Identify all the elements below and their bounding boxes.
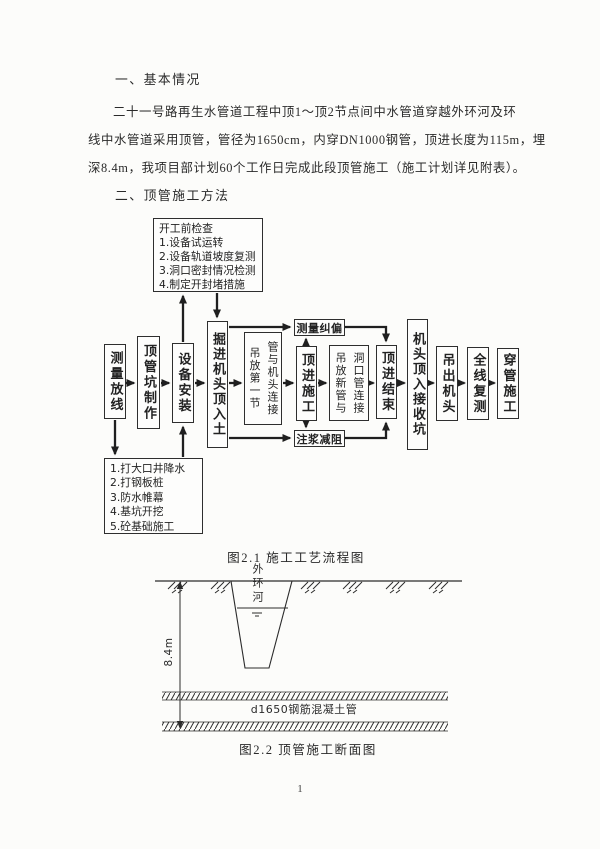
burial-depth-label: 8.4m xyxy=(163,637,175,667)
paragraph-line: 线中水管道采用顶管，管径为1650cm，内穿DN1000钢管，顶进长度为115m… xyxy=(88,133,546,147)
col-left: 吊放第一节 xyxy=(248,347,261,410)
concrete-pipe-label: d1650钢筋混凝土管 xyxy=(250,703,358,716)
flow-step-head-into-receiving-pit: 机头顶入接收坑 xyxy=(407,319,428,450)
pit-work-item: 5.砼基础施工 xyxy=(110,519,175,533)
section-heading-method: 二、顶管施工方法 xyxy=(115,189,230,203)
page-number: 1 xyxy=(297,783,303,795)
paragraph-line: 深8.4m，我项目部计划60个工作日完成此段顶管施工（施工计划详见附表）。 xyxy=(88,161,526,175)
pre-start-check-box: 开工前检查 1.设备试运转 2.设备轨道坡度复测 3.洞口密封情况检测 4.制定… xyxy=(153,218,263,292)
outer-ring-river-label: 外环河 xyxy=(251,563,264,605)
check-item: 1.设备试运转 xyxy=(159,235,224,249)
pit-work-item: 4.基坑开挖 xyxy=(110,505,164,519)
pit-work-item: 2.打钢板桩 xyxy=(110,476,164,490)
pit-work-item: 3.防水帷幕 xyxy=(110,490,164,504)
section-heading-basic-info: 一、基本情况 xyxy=(115,73,201,87)
col-right: 管与机头连接 xyxy=(266,341,279,416)
pre-start-check-title: 开工前检查 xyxy=(159,222,213,235)
col-left: 吊放新管与 xyxy=(334,351,347,415)
figure-2-2-caption: 图2.2 顶管施工断面图 xyxy=(239,743,377,757)
flow-step-jacking-work: 顶进施工 xyxy=(296,346,317,421)
branch-survey-correction: 测量纠偏 xyxy=(294,319,345,336)
branch-grout-friction-reduction: 注浆减阻 xyxy=(294,430,345,447)
flow-step-jacking-end: 顶进结束 xyxy=(376,345,397,419)
flow-step-equipment-install: 设备安装 xyxy=(172,343,194,423)
check-item: 4.制定开封堵措施 xyxy=(159,277,245,291)
flow-step-lift-out-head: 吊出机头 xyxy=(436,346,458,421)
pit-works-box: 1.打大口井降水 2.打钢板桩 3.防水帷幕 4.基坑开挖 5.砼基础施工 xyxy=(104,458,203,534)
paragraph-line: 二十一号路再生水管道工程中顶1～顶2节点间中水管道穿越外环河及环 xyxy=(113,105,517,119)
check-item: 3.洞口密封情况检测 xyxy=(159,263,256,277)
figure-2-1-caption: 图2.1 施工工艺流程图 xyxy=(227,551,365,565)
flow-step-pipe-threading: 穿管施工 xyxy=(497,348,519,419)
flow-step-survey-layout: 测量放线 xyxy=(104,344,126,419)
flow-step-new-pipe-connect: 吊放新管与 洞口管连接 xyxy=(329,345,369,421)
pit-work-item: 1.打大口井降水 xyxy=(110,462,186,475)
flow-step-machine-head-entry: 掘进机头顶入土 xyxy=(207,321,228,448)
col-right: 洞口管连接 xyxy=(352,351,365,415)
flow-step-first-pipe-connect: 吊放第一节 管与机头连接 xyxy=(244,332,282,425)
flow-step-full-line-resurvey: 全线复测 xyxy=(467,347,489,420)
check-item: 2.设备轨道坡度复测 xyxy=(159,249,256,263)
flow-step-pit-construction: 顶管坑制作 xyxy=(137,336,160,429)
